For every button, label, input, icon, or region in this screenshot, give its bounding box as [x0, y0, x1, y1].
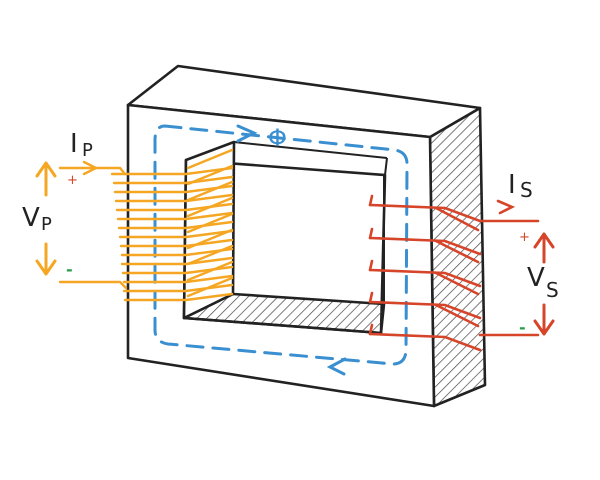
primary-current-label: I	[70, 129, 78, 159]
primary-current-subscript: P	[82, 140, 93, 161]
primary-lead-bottom	[58, 280, 128, 290]
secondary-voltage-subscript: S	[546, 278, 559, 302]
flux-dashed-loop-icon	[153, 124, 409, 366]
secondary-current-arrow-icon	[496, 199, 516, 215]
secondary-winding	[368, 194, 540, 352]
primary-minus-mark: -	[66, 260, 73, 279]
secondary-voltage-label: V	[527, 263, 545, 293]
core-side-face	[428, 106, 487, 408]
flux-arrow-top-icon	[236, 124, 258, 143]
secondary-plus-mark: +	[519, 230, 530, 245]
secondary-voltage-arrow-icon	[533, 232, 555, 336]
primary-voltage-subscript: P	[41, 214, 52, 235]
secondary-current-label: I	[508, 170, 516, 200]
primary-current-arrow-icon	[82, 160, 99, 176]
secondary-minus-mark: -	[519, 318, 526, 337]
primary-voltage-label: V	[22, 203, 40, 233]
flux-arrow-bottom-icon	[326, 357, 347, 376]
window-top-inner-edge	[233, 141, 388, 159]
primary-plus-mark: +	[67, 173, 78, 188]
primary-lead-top	[58, 166, 127, 176]
flux-path	[153, 124, 409, 376]
primary-voltage-arrow-icon	[35, 161, 57, 276]
flux-symbol: Φ	[268, 124, 287, 152]
secondary-current-subscript: S	[520, 178, 533, 202]
primary-winding	[58, 148, 234, 302]
